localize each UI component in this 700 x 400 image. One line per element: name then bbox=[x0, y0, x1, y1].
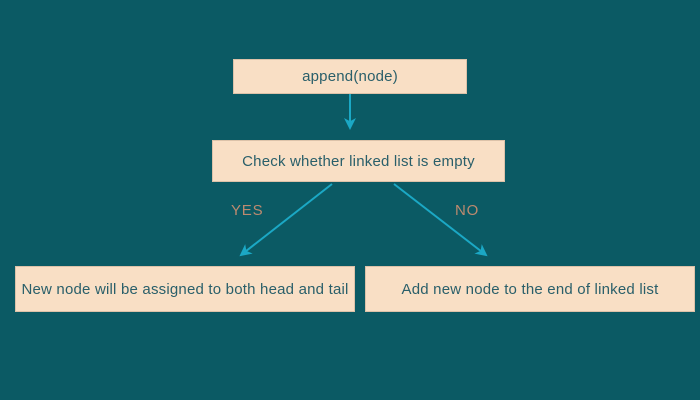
arrow-decision-no bbox=[393, 183, 488, 257]
branch-label-yes: YES bbox=[231, 202, 264, 219]
node-yes-result: New node will be assigned to both head a… bbox=[15, 266, 355, 312]
node-yes-result-label: New node will be assigned to both head a… bbox=[21, 280, 349, 298]
node-check-empty-label: Check whether linked list is empty bbox=[242, 152, 475, 170]
node-no-result: Add new node to the end of linked list bbox=[365, 266, 695, 312]
node-no-result-label: Add new node to the end of linked list bbox=[401, 280, 659, 298]
branch-label-no: NO bbox=[455, 202, 480, 219]
node-check-empty: Check whether linked list is empty bbox=[212, 140, 505, 182]
arrow-decision-yes bbox=[239, 183, 333, 257]
node-append-label: append(node) bbox=[302, 68, 398, 85]
node-append: append(node) bbox=[233, 59, 467, 94]
